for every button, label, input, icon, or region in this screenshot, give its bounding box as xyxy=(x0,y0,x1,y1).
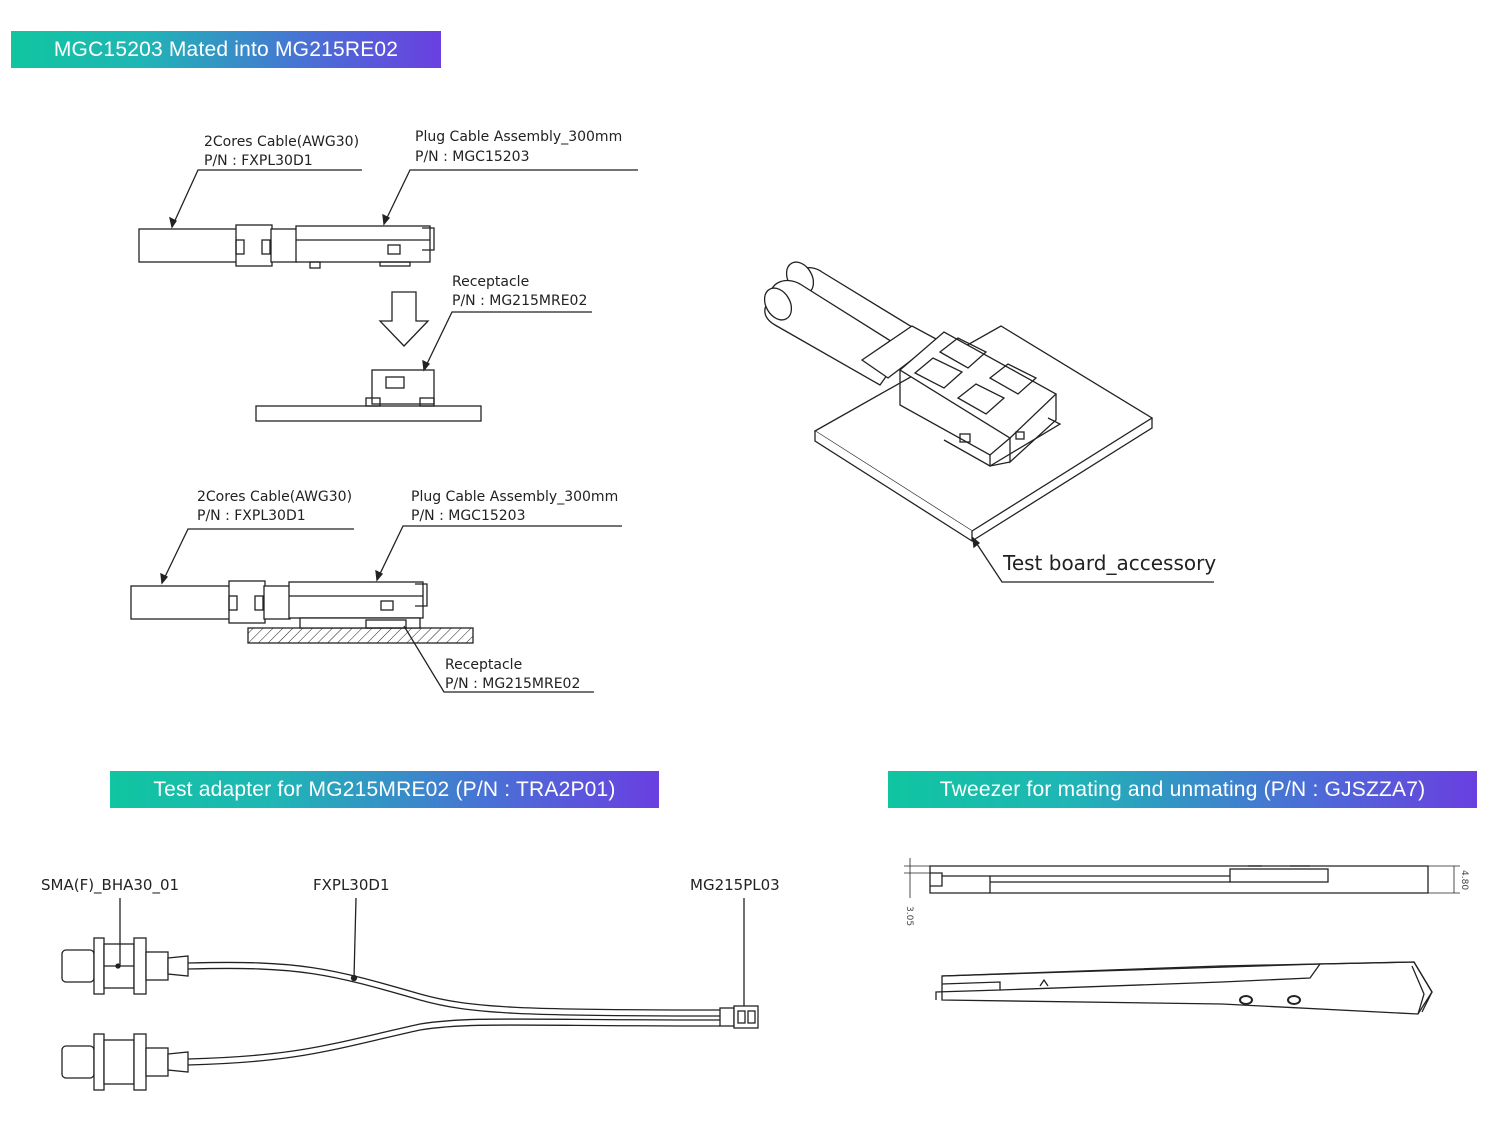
mated-assembly-drawing xyxy=(130,580,474,644)
cable-pn-label-top: P/N : FXPL30D1 xyxy=(204,153,313,169)
tweezer-tip-dim: 3.05 xyxy=(904,906,914,926)
tweezer-height-dim: 4.80 xyxy=(1459,870,1469,890)
receptacle-drawing xyxy=(255,369,482,422)
adapter-title-banner: Test adapter for MG215MRE02 (P/N : TRA2P… xyxy=(110,771,659,808)
plug-name-label-top: Plug Cable Assembly_300mm xyxy=(415,129,622,145)
isometric-assembly-drawing xyxy=(763,261,1154,543)
plug-pn-label-top: P/N : MGC15203 xyxy=(415,149,530,165)
adapter-cable-label: FXPL30D1 xyxy=(313,876,390,894)
unmated-plug-drawing xyxy=(138,224,435,269)
receptacle-pn-label-top: P/N : MG215MRE02 xyxy=(452,293,587,309)
board-leader xyxy=(972,537,1214,583)
cable-name-label-mated: 2Cores Cable(AWG30) xyxy=(197,489,352,505)
plug-leader-mated xyxy=(376,525,622,581)
cable-leader-top xyxy=(171,169,362,228)
cable-leader-mated xyxy=(161,528,354,584)
receptacle-name-label-mated: Receptacle xyxy=(445,657,522,673)
tweezer-drawing xyxy=(904,858,1460,1015)
cable-pn-label-mated: P/N : FXPL30D1 xyxy=(197,508,306,524)
cable-leader-adapter xyxy=(353,897,357,979)
receptacle-leader-top xyxy=(423,311,592,371)
plug-pn-label-mated: P/N : MGC15203 xyxy=(411,508,526,524)
receptacle-name-label-top: Receptacle xyxy=(452,274,529,290)
receptacle-pn-label-mated: P/N : MG215MRE02 xyxy=(445,676,580,692)
plug-leader-top xyxy=(383,169,638,225)
adapter-plug-label: MG215PL03 xyxy=(690,876,780,894)
mated-title-banner: MGC15203 Mated into MG215RE02 xyxy=(11,31,441,68)
sma-label: SMA(F)_BHA30_01 xyxy=(41,876,179,895)
cable-name-label-top: 2Cores Cable(AWG30) xyxy=(204,134,359,150)
tweezer-title-banner: Tweezer for mating and unmating (P/N : G… xyxy=(888,771,1477,808)
plug-name-label-mated: Plug Cable Assembly_300mm xyxy=(411,489,618,505)
receptacle-leader-mated xyxy=(403,625,594,693)
test-adapter-drawing xyxy=(61,937,759,1091)
down-arrow-icon xyxy=(378,291,430,347)
board-label: Test board_accessory xyxy=(1002,551,1216,575)
